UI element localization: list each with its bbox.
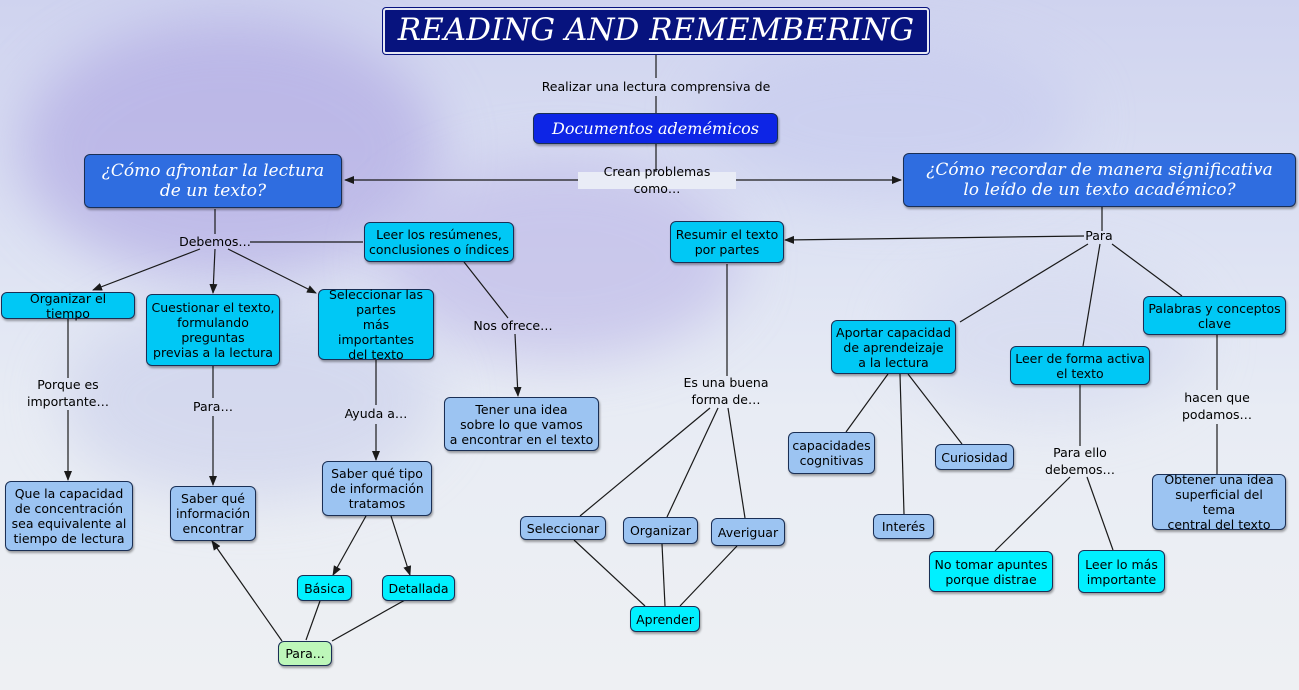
node-leer-resumenes: Leer los resúmenes, conclusiones o índic… [364,222,514,262]
node-detallada: Detallada [382,575,455,601]
page-title: READING AND REMEMBERING [383,8,929,54]
label-hacen-que: hacen que podamos… [1181,390,1252,422]
label-para-right: Para [1085,228,1113,244]
node-basica: Básica [297,575,352,601]
label-debemos: Debemos… [179,234,251,250]
node-tener-idea: Tener una idea sobre lo que vamos a enco… [444,397,599,451]
node-saber-tipo: Saber qué tipo de información tratamos [322,461,432,516]
label-buena-forma: Es una buena forma de… [683,375,769,407]
node-saber-informacion: Saber qué información encontrar [170,486,256,541]
label-nos-ofrece: Nos ofrece… [473,318,553,334]
label-ayuda: Ayuda a… [344,406,408,422]
node-para-box: Para... [278,641,332,666]
node-interes: Interés [873,514,934,539]
node-averiguar: Averiguar [711,518,785,546]
label-para-left: Para… [193,398,233,414]
node-como-recordar: ¿Cómo recordar de manera significativa l… [903,153,1296,207]
node-obtener: Obtener una idea superficial del tema ce… [1152,472,1286,532]
label-realizar: Realizar una lectura comprensiva de [541,78,771,94]
node-seleccionar: Seleccionar [520,516,606,540]
node-leer-mas: Leer lo más importante [1078,550,1165,593]
node-resumir: Resumir el texto por partes [670,221,784,263]
label-porque: Porque es importante… [27,377,109,409]
node-documentos: Documentos ademémicos [533,113,778,144]
node-no-tomar: No tomar apuntes porque distrae [929,551,1053,592]
node-curiosidad: Curiosidad [935,444,1014,470]
label-crean-problemas: Crean problemas como… [578,164,736,196]
node-aprender: Aprender [630,606,700,632]
node-organizar-tiempo: Organizar el tiempo [1,291,135,321]
node-como-afrontar: ¿Cómo afrontar la lectura de un texto? [84,154,342,208]
node-seleccionar-partes: Seleccionar las partes más importantes d… [318,287,434,362]
node-palabras: Palabras y conceptos clave [1143,296,1286,335]
node-leer-activa: Leer de forma activa el texto [1010,346,1150,385]
node-cuestionar: Cuestionar el texto, formulando pregunta… [146,294,280,366]
node-organizar: Organizar [623,517,698,544]
node-capacidades: capacidades cognitivas [788,432,875,474]
label-para-ello: Para ello debemos… [1044,445,1116,477]
node-aportar: Aportar capacidad de aprendeizaje a la l… [831,320,956,374]
node-que-capacidad: Que la capacidad de concentración sea eq… [5,481,133,551]
